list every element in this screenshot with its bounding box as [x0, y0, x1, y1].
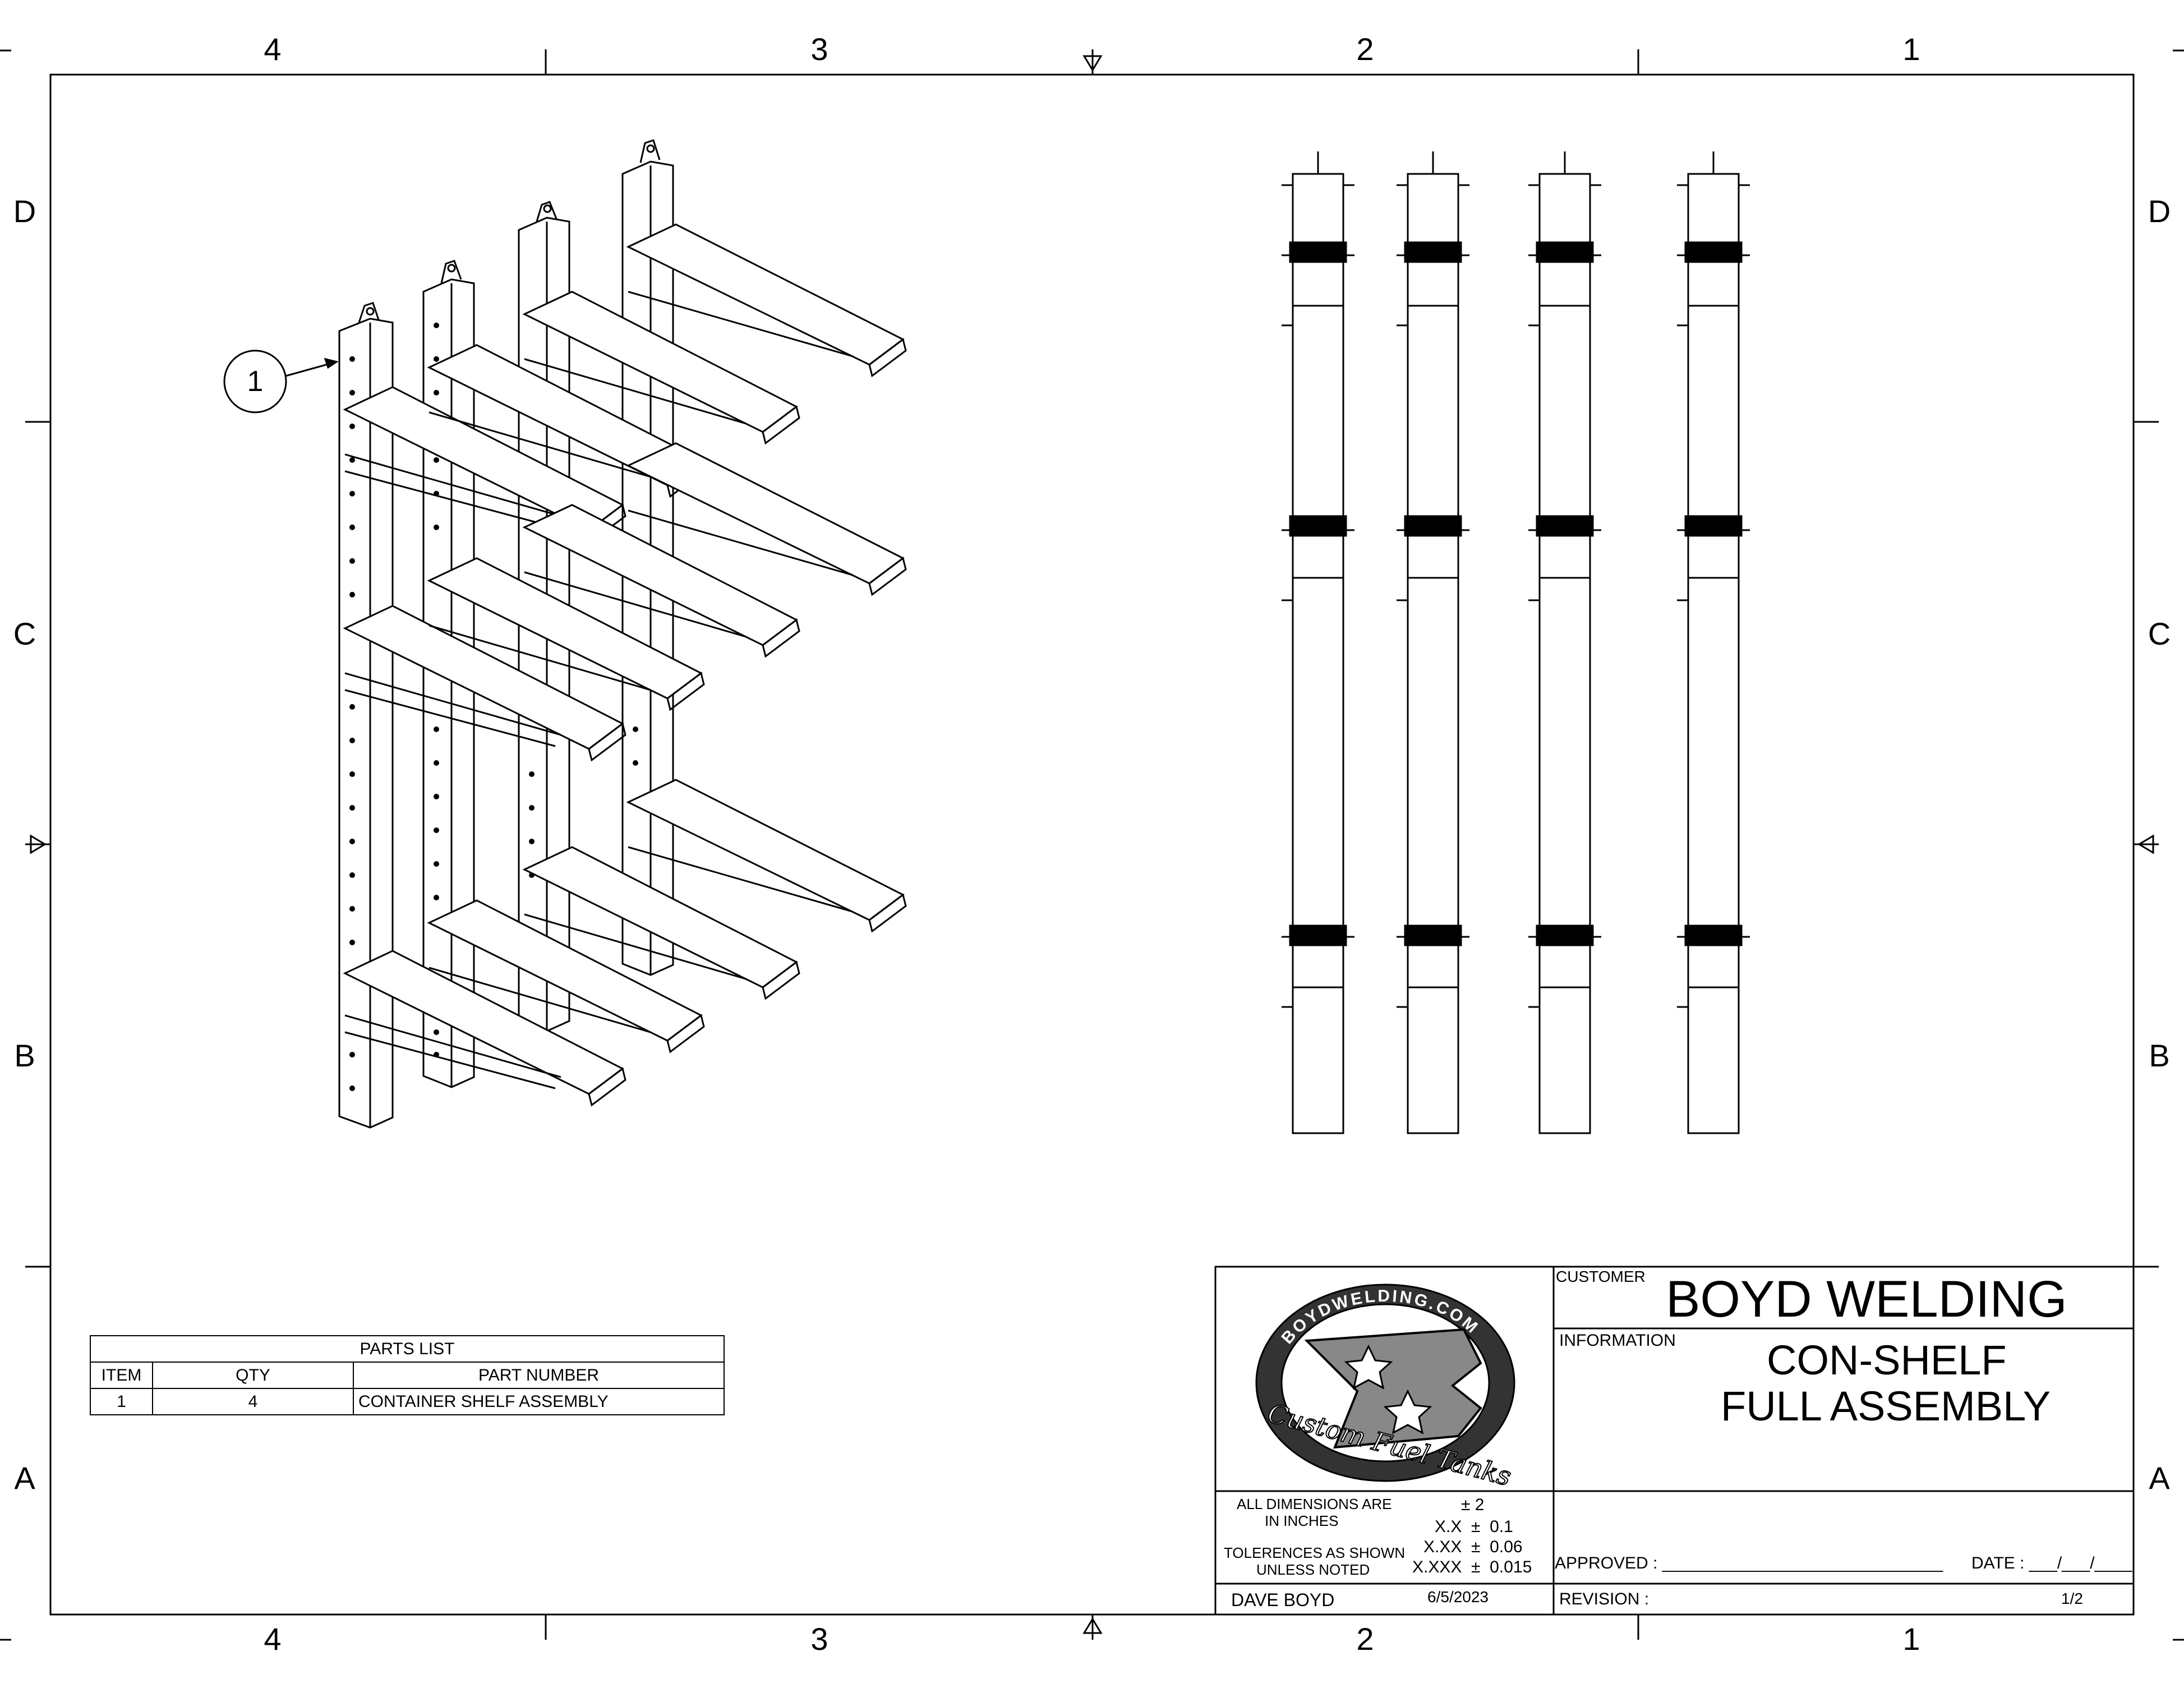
zone-row-a-left: A: [14, 1460, 35, 1496]
shelf-arm: [626, 223, 907, 378]
parts-list-title: PARTS LIST: [90, 1335, 725, 1363]
information-label: INFORMATION: [1559, 1331, 1676, 1350]
drawing-title-line1: CON-SHELF: [1767, 1337, 2007, 1383]
zone-row-d-left: D: [13, 194, 36, 229]
tolerance-0: ± 2: [1461, 1496, 1485, 1514]
parts-header-qty: QTY: [152, 1362, 354, 1389]
date-field: DATE : ___/___/____: [1971, 1554, 2132, 1572]
drawing-title-line2: FULL ASSEMBLY: [1721, 1383, 2051, 1429]
front-column: [1282, 151, 1354, 1134]
zone-col-1-top: 1: [1902, 31, 1920, 67]
tolerance-2: X.XX ± 0.06: [1423, 1538, 1523, 1556]
front-column: [1397, 151, 1469, 1134]
zone-row-c-left: C: [13, 616, 36, 651]
shelf-arm: [522, 504, 800, 658]
svg-text:BOYDWELDING.COM: BOYDWELDING.COM: [1278, 1287, 1482, 1347]
revision-label: REVISION :: [1559, 1590, 1649, 1608]
balloon-number: 1: [247, 365, 264, 398]
table-row: 1 4 CONTAINER SHELF ASSEMBLY: [90, 1388, 725, 1415]
front-view: [1282, 151, 1750, 1134]
front-column: [1677, 151, 1750, 1134]
sheet-number: 1/2: [2061, 1590, 2083, 1607]
zone-col-1-bottom: 1: [1902, 1621, 1920, 1657]
tolerance-note-line2: UNLESS NOTED: [1256, 1561, 1370, 1578]
drawing-date: 6/5/2023: [1427, 1588, 1489, 1606]
front-column: [1528, 151, 1601, 1134]
dims-note-line2: IN INCHES: [1265, 1512, 1339, 1529]
shelf-arm: [343, 386, 626, 543]
title-block-grid: [1214, 1266, 2135, 1616]
zone-row-c-right: C: [2148, 616, 2171, 651]
shelf-arm: [522, 291, 800, 445]
zone-row-a-right: A: [2149, 1460, 2170, 1496]
parts-cell-qty: 4: [152, 1388, 354, 1415]
shelf-arm: [427, 899, 705, 1054]
isometric-view: [223, 139, 907, 1129]
shelf-arm: [522, 846, 800, 1000]
tolerance-note-line1: TOLERENCES AS SHOWN: [1224, 1544, 1406, 1561]
zone-col-4-bottom: 4: [264, 1621, 282, 1657]
upright-holes: [349, 323, 638, 1091]
corner-marks: [0, 49, 2184, 1641]
upright-post: [338, 302, 394, 1129]
parts-cell-part-number: CONTAINER SHELF ASSEMBLY: [353, 1388, 725, 1415]
zone-ticks: [25, 49, 2159, 1640]
zone-row-b-left: B: [14, 1038, 35, 1073]
parts-list: PARTS LIST ITEM QTY PART NUMBER 1 4 CONT…: [90, 1335, 725, 1415]
svg-text:Custom Fuel Tanks: Custom Fuel Tanks: [1265, 1398, 1514, 1492]
zone-col-3-top: 3: [810, 31, 828, 67]
shelf-arm: [427, 557, 705, 711]
parts-header-part-number: PART NUMBER: [353, 1362, 725, 1389]
zone-col-4-top: 4: [264, 31, 282, 67]
company-logo: [1255, 1284, 1515, 1482]
tolerance-3: X.XXX ± 0.015: [1412, 1558, 1532, 1576]
zone-row-b-right: B: [2149, 1038, 2170, 1073]
zone-col-2-bottom: 2: [1356, 1621, 1374, 1657]
dims-note-line1: ALL DIMENSIONS ARE: [1237, 1496, 1392, 1512]
customer-name: BOYD WELDING: [1666, 1271, 2067, 1328]
shelf-arm: [626, 442, 907, 596]
customer-label: CUSTOMER: [1556, 1268, 1646, 1285]
drawn-by: DAVE BOYD: [1231, 1590, 1335, 1610]
zone-row-d-right: D: [2148, 194, 2171, 229]
approved-field: APPROVED : _____________________________…: [1555, 1554, 1943, 1572]
shelf-arm: [343, 605, 626, 762]
zone-col-2-top: 2: [1356, 31, 1374, 67]
shelf-arm: [626, 779, 907, 933]
tolerance-1: X.X ± 0.1: [1435, 1517, 1513, 1536]
parts-header-item: ITEM: [90, 1362, 153, 1389]
parts-cell-item: 1: [90, 1388, 153, 1415]
shelf-arm: [343, 950, 626, 1107]
zone-col-3-bottom: 3: [810, 1621, 828, 1657]
item-balloon: [223, 349, 339, 413]
